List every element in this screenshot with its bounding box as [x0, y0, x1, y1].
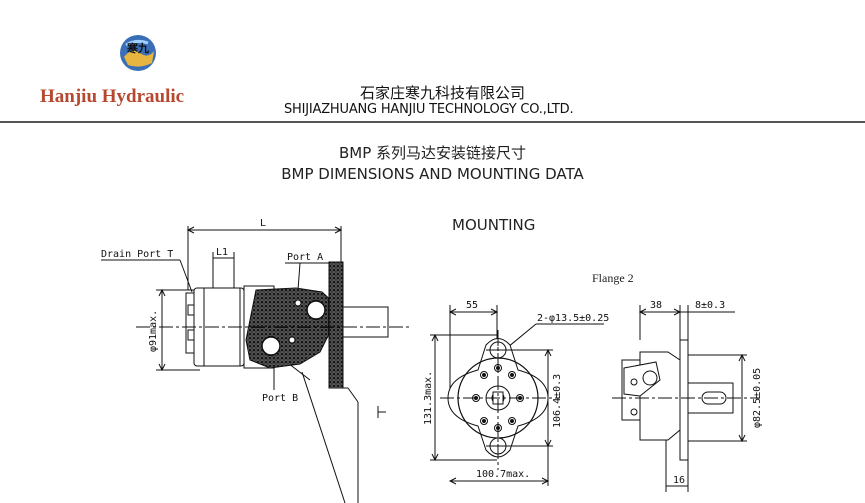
dim-pcd: 106.4±0.3	[552, 374, 563, 428]
document-title-en: BMP DIMENSIONS AND MOUNTING DATA	[281, 165, 584, 183]
svg-text:寒九: 寒九	[126, 41, 149, 55]
side-view: L L1 Drain Port T Port A Port B φ91max.	[101, 218, 410, 503]
company-name-en: SHIJIAZHUANG HANJIU TECHNOLOGY CO.,LTD.	[284, 102, 574, 117]
dim-holes: 2-φ13.5±0.25	[537, 313, 609, 324]
dim-38: 38	[650, 300, 662, 311]
mounting-heading: MOUNTING	[452, 216, 536, 234]
port-a-label: Port A	[287, 252, 323, 263]
dim-pilot-diameter: φ82.5±0.05	[752, 368, 763, 428]
dim-L1: L1	[216, 247, 228, 258]
company-name-cn: 石家庄寒九科技有限公司	[360, 84, 526, 102]
flange-side-view: 38 8±0.3 φ82.5±0.05 16	[612, 300, 763, 492]
front-view: 55 2-φ13.5±0.25 131.3max.	[423, 300, 609, 486]
dim-8: 8±0.3	[695, 300, 725, 311]
dim-16: 16	[673, 475, 685, 486]
brand-name: Hanjiu Hydraulic	[40, 86, 185, 107]
dim-L: L	[260, 218, 266, 229]
dim-width-max: 100.7max.	[476, 469, 530, 480]
document-title-cn: BMP 系列马达安装链接尺寸	[338, 144, 527, 162]
flange-label: Flange 2	[592, 271, 634, 285]
dim-55: 55	[466, 300, 478, 311]
header-divider	[0, 121, 865, 123]
dim-diameter-max: φ91max.	[148, 310, 159, 352]
hanjiu-logo: 寒九	[120, 35, 156, 71]
dim-height-max: 131.3max.	[423, 371, 434, 425]
port-b-label: Port B	[262, 393, 298, 404]
drain-port-label: Drain Port T	[101, 249, 173, 260]
